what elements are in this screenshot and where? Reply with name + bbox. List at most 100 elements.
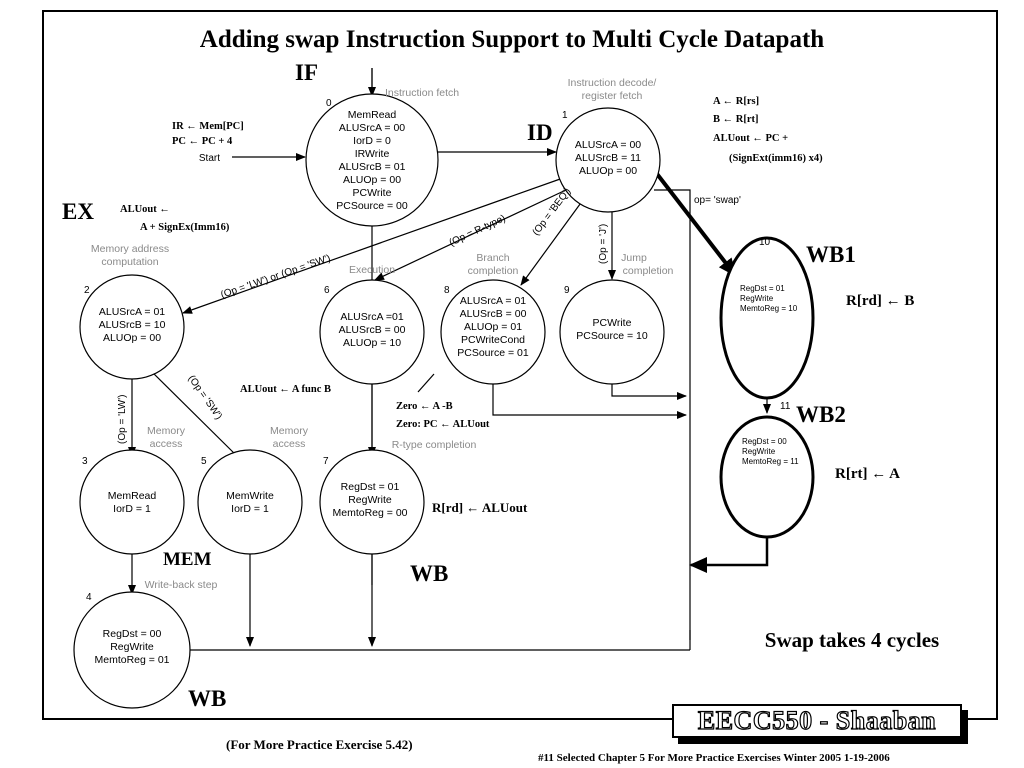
state-action: IorD = 1 bbox=[231, 503, 269, 515]
state-heading: register fetch bbox=[582, 90, 643, 102]
state-action: PCSource = 01 bbox=[457, 347, 529, 359]
state-action: ALUSrcA = 01 bbox=[99, 306, 165, 318]
state-action: MemtoReg = 00 bbox=[333, 507, 408, 519]
condition-label: (Op = 'BEQ') bbox=[531, 186, 574, 238]
annotation: R[rt] ← A bbox=[835, 466, 900, 482]
state-action: IRWrite bbox=[355, 148, 390, 160]
annotation: ALUout ← bbox=[120, 204, 170, 215]
stage-label-mem: MEM bbox=[163, 549, 212, 570]
state-heading: Branch bbox=[476, 252, 509, 264]
state-heading: Memory address bbox=[91, 243, 169, 255]
footer-left-note: (For More Practice Exercise 5.42) bbox=[226, 737, 413, 752]
state-action: ALUOp = 10 bbox=[343, 337, 401, 349]
arrow-memaddr-to-memwrite bbox=[147, 367, 242, 461]
state-action: RegDst = 00 bbox=[103, 628, 162, 640]
state-action: MemtoReg = 10 bbox=[740, 304, 798, 313]
state-number: 9 bbox=[564, 285, 570, 296]
state-heading: completion bbox=[468, 265, 519, 277]
state-action: RegWrite bbox=[110, 641, 154, 653]
state-action: MemRead bbox=[108, 490, 157, 502]
state-action: ALUSrcB = 11 bbox=[575, 152, 641, 164]
state-action: PCWrite bbox=[353, 187, 392, 199]
state-number: 4 bbox=[86, 592, 92, 603]
start-label: Start bbox=[199, 153, 220, 164]
state-2-circle bbox=[79, 274, 185, 380]
state-action: ALUOp = 00 bbox=[579, 165, 637, 177]
state-heading: access bbox=[150, 438, 183, 450]
state-number: 8 bbox=[444, 285, 450, 296]
state-0-circle bbox=[305, 93, 439, 227]
state-number: 1 bbox=[562, 110, 568, 121]
state-action: ALUSrcB = 10 bbox=[99, 319, 166, 331]
state-heading: computation bbox=[101, 256, 158, 268]
state-number: 3 bbox=[82, 456, 88, 467]
state-heading: Execution bbox=[349, 264, 395, 276]
state-action: RegWrite bbox=[742, 447, 776, 456]
annotation: B ← R[rt] bbox=[713, 114, 759, 125]
condition-label: (Op = R-type) bbox=[448, 213, 508, 249]
state-action: RegDst = 01 bbox=[341, 481, 400, 493]
stage-label-wb1: WB1 bbox=[806, 242, 856, 267]
state-4-circle bbox=[73, 591, 191, 709]
state-action: PCSource = 10 bbox=[576, 330, 648, 342]
state-action: IorD = 0 bbox=[353, 135, 391, 147]
state-action: ALUSrcA = 00 bbox=[339, 122, 405, 134]
state-11-circle bbox=[719, 415, 815, 539]
state-heading: Memory bbox=[270, 425, 309, 437]
state-7-circle bbox=[319, 449, 425, 555]
course-badge-box bbox=[672, 704, 962, 738]
branch-annotation-pointer bbox=[417, 373, 435, 393]
state-action: ALUSrcB = 01 bbox=[339, 161, 406, 173]
state-action: PCSource = 00 bbox=[336, 200, 408, 212]
arrow-decode-to-branch bbox=[520, 199, 584, 286]
arrow-decode-to-wb1 bbox=[652, 168, 737, 277]
state-action: PCWrite bbox=[593, 317, 632, 329]
state-action: ALUSrcA = 01 bbox=[460, 295, 526, 307]
state-action: MemtoReg = 11 bbox=[742, 457, 799, 466]
arrow-branch-to-return bbox=[492, 384, 687, 419]
state-1-circle bbox=[555, 107, 661, 213]
annotation: R[rd] ← B bbox=[846, 293, 914, 309]
condition-label: (Op = 'LW') bbox=[117, 395, 128, 444]
stage-label-id: ID bbox=[527, 120, 553, 145]
annotation: Zero: PC ← ALUout bbox=[396, 419, 490, 430]
state-action: IorD = 1 bbox=[113, 503, 151, 515]
state-action: PCWriteCond bbox=[461, 334, 525, 346]
state-action: ALUSrcB = 00 bbox=[339, 324, 406, 336]
slide-title: Adding swap Instruction Support to Multi… bbox=[199, 26, 825, 53]
state-action: MemtoReg = 01 bbox=[95, 654, 170, 666]
state-5-circle bbox=[197, 449, 303, 555]
annotation: ALUout ← PC + bbox=[713, 133, 788, 144]
state-action: ALUSrcB = 00 bbox=[460, 308, 527, 320]
state-9-circle bbox=[559, 279, 665, 385]
annotation: ALUout ← A func B bbox=[240, 384, 331, 395]
state-action: ALUOp = 01 bbox=[464, 321, 522, 333]
arrow-jump-to-return bbox=[611, 384, 687, 400]
state-number: 10 bbox=[759, 237, 771, 248]
state-heading: Instruction decode/ bbox=[568, 77, 657, 89]
footer-right-note: #11 Selected Chapter 5 For More Practice… bbox=[538, 752, 890, 764]
condition-label: op= 'swap' bbox=[694, 195, 741, 206]
course-badge-text: EECC550 - Shaaban bbox=[697, 705, 937, 735]
annotation: A + SignEx(Imm16) bbox=[140, 222, 230, 233]
state-heading: access bbox=[273, 438, 306, 450]
arrow-wb2-to-return bbox=[689, 537, 769, 573]
stage-label-wb: WB bbox=[410, 561, 448, 586]
state-heading: completion bbox=[623, 265, 674, 277]
state-8-circle bbox=[440, 279, 546, 385]
return-bus-right bbox=[654, 189, 691, 640]
state-heading: Jump bbox=[621, 252, 647, 264]
swap-cycles-note: Swap takes 4 cycles bbox=[765, 628, 939, 652]
slide-frame bbox=[42, 10, 998, 720]
state-action: ALUOp = 00 bbox=[103, 332, 161, 344]
stage-label-wb2: WB2 bbox=[796, 402, 846, 427]
state-action: MemWrite bbox=[226, 490, 274, 502]
state-number: 7 bbox=[323, 456, 329, 467]
annotation: (SignExt(imm16) x4) bbox=[729, 153, 823, 164]
state-action: RegWrite bbox=[348, 494, 392, 506]
annotation: IR ← Mem[PC] bbox=[172, 121, 244, 132]
state-heading: Instruction fetch bbox=[385, 87, 459, 99]
state-action: MemRead bbox=[348, 109, 397, 121]
state-action: RegWrite bbox=[740, 294, 774, 303]
state-number: 0 bbox=[326, 98, 332, 109]
